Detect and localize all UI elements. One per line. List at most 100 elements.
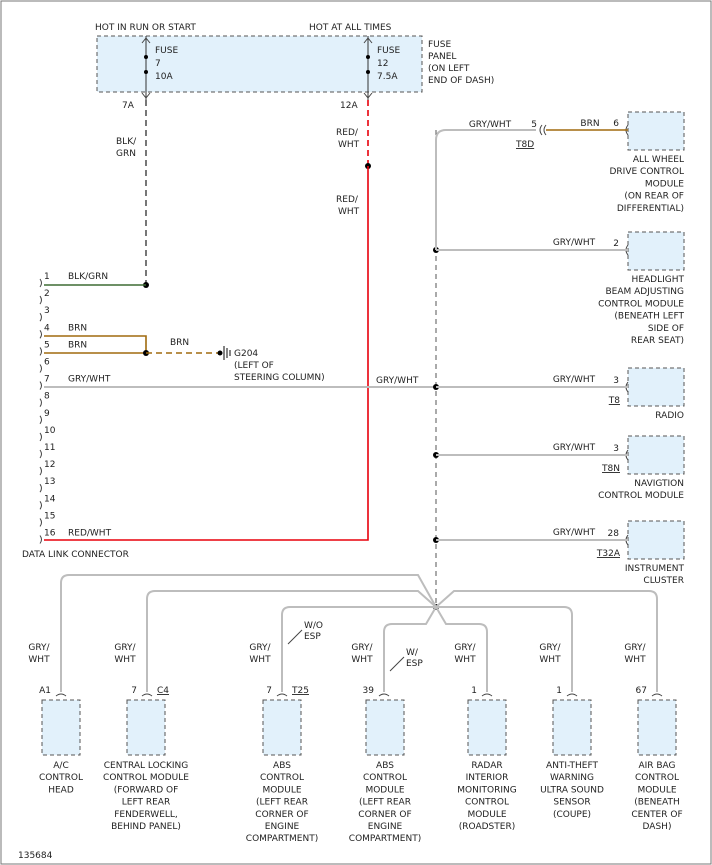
module-label-line: A/C xyxy=(53,761,68,771)
module-wire xyxy=(383,606,437,692)
connector-id: T32A xyxy=(596,549,621,559)
dlc-pin-number: 11 xyxy=(44,443,55,453)
module-wire-label-b: WHT xyxy=(114,655,136,665)
inline-connector-icon xyxy=(539,124,547,136)
ground-desc-2: STEERING COLUMN) xyxy=(234,373,325,383)
wire-red-wht-label-1b: WHT xyxy=(338,140,360,150)
connector-pin-icon xyxy=(566,693,578,697)
dlc-pin-number: 5 xyxy=(44,340,50,350)
module-label-line: CONTROL MODULE xyxy=(598,299,684,309)
module-note-line: ESP xyxy=(304,632,321,642)
module-label-line: HEAD xyxy=(48,785,74,795)
module-note-line: W/O xyxy=(304,621,323,631)
module-label-line: COMPARTMENT) xyxy=(246,834,318,844)
module-label-line: ABS xyxy=(376,761,394,771)
module-label-line: REAR SEAT) xyxy=(631,336,684,346)
fuse-12-terminal: 12A xyxy=(340,101,358,111)
fuse-7-arrows xyxy=(141,37,151,99)
module-label-line: CONTROL xyxy=(465,798,509,808)
dlc-pin-icon xyxy=(39,312,42,322)
module-pin-number: 39 xyxy=(363,686,375,696)
module-box xyxy=(637,699,677,756)
fuse-7-terminal: 7A xyxy=(122,101,135,111)
module-wire-label: GRY/WHT xyxy=(553,375,596,385)
connector-id: T25 xyxy=(291,686,309,696)
module-wire xyxy=(435,606,488,692)
module-label-line: MODULE xyxy=(467,810,506,820)
module-wire-label-b: WHT xyxy=(624,655,646,665)
module-wire-label: GRY/WHT xyxy=(553,238,596,248)
module-label-line: INTERIOR xyxy=(466,773,509,783)
fuse-panel-label-3: (ON LEFT xyxy=(428,64,470,74)
fuse-12-arrows xyxy=(363,37,373,99)
module-label-line: BEAM ADJUSTING xyxy=(605,287,684,297)
module-label-line: CONTROL MODULE xyxy=(103,773,189,783)
dlc-pin-icon xyxy=(39,432,42,442)
module-label-line: AIR BAG xyxy=(638,761,675,771)
module-label-line: NAVIGTION xyxy=(634,479,684,489)
connector-pin-icon xyxy=(481,693,493,697)
module-box xyxy=(627,111,685,151)
module-label-line: (BENEATH xyxy=(634,798,680,808)
module-label-line: FENDERWELL, xyxy=(114,810,178,820)
dlc-pin-icon xyxy=(39,364,42,373)
fuse-12-name: FUSE xyxy=(377,46,400,56)
module-pin-number: 1 xyxy=(471,686,477,696)
dlc-pin-number: 7 xyxy=(44,375,50,385)
module-label-line: MONITORING xyxy=(457,785,516,795)
module-label-line: (LEFT REAR xyxy=(256,798,308,808)
module-wire xyxy=(436,606,573,692)
module-wire-label-b: WHT xyxy=(351,655,373,665)
module-wire-label-b: WHT xyxy=(28,655,50,665)
dlc-pin-icon xyxy=(39,278,42,288)
wire-blk-grn-label-2: GRN xyxy=(116,149,136,159)
module-label-line: CONTROL xyxy=(39,773,83,783)
fuse-7-name: FUSE xyxy=(155,46,178,56)
module-label-line: ALL WHEEL xyxy=(633,155,684,165)
fuse-panel-label-1: FUSE xyxy=(428,40,451,50)
wire-pin4-brn xyxy=(44,335,147,353)
connector-id: T8 xyxy=(608,396,620,406)
dlc-pin-number: 15 xyxy=(44,511,55,521)
module-box xyxy=(552,699,592,756)
module-wire-label-a: GRY/ xyxy=(249,643,271,653)
module-label-line: HEADLIGHT xyxy=(632,275,685,285)
dlc-pin-wire-label: BRN xyxy=(68,340,87,350)
module-label-line: (FORWARD OF xyxy=(114,785,179,795)
module-label-line: (ROADSTER) xyxy=(459,822,515,832)
ground-name: G204 xyxy=(234,349,258,359)
module-pin-number: 2 xyxy=(613,239,619,249)
wire-brn-ground-label: BRN xyxy=(170,338,189,348)
figure-id: 135684 xyxy=(18,851,53,861)
wire-red-wht-label-1a: RED/ xyxy=(336,128,359,138)
dlc-pin-number: 10 xyxy=(44,426,56,436)
module-label-line: MODULE xyxy=(365,785,404,795)
module-label-line: DIFFERENTIAL) xyxy=(617,204,684,214)
module-label-line: SENSOR xyxy=(553,798,590,808)
module-label-line: INSTRUMENT xyxy=(625,564,685,574)
connector-id: C4 xyxy=(157,686,169,696)
dlc-pin-icon xyxy=(39,501,42,510)
ground-symbol-icon xyxy=(223,346,231,360)
module-box xyxy=(627,367,685,407)
dlc-pin-icon xyxy=(39,330,42,339)
module-wire-label: GRY/WHT xyxy=(553,528,596,538)
dlc-pin-icon xyxy=(39,466,42,476)
dlc-pin-number: 13 xyxy=(44,477,55,487)
ground-dot xyxy=(217,350,223,356)
dlc-pin-icon xyxy=(39,483,42,493)
module-label-line: ULTRA SOUND xyxy=(540,785,604,795)
module-label-line: SIDE OF xyxy=(648,324,684,334)
module-pin-number: 7 xyxy=(131,686,137,696)
module-pin-number: 67 xyxy=(636,686,647,696)
fuse-7-number: 7 xyxy=(155,59,161,69)
module-box xyxy=(262,699,302,756)
dlc-pin-number: 1 xyxy=(44,272,50,282)
right-module: 2 GRY/WHT HEADLIGHT BEAM ADJUSTING CONTROL M… xyxy=(436,231,685,346)
